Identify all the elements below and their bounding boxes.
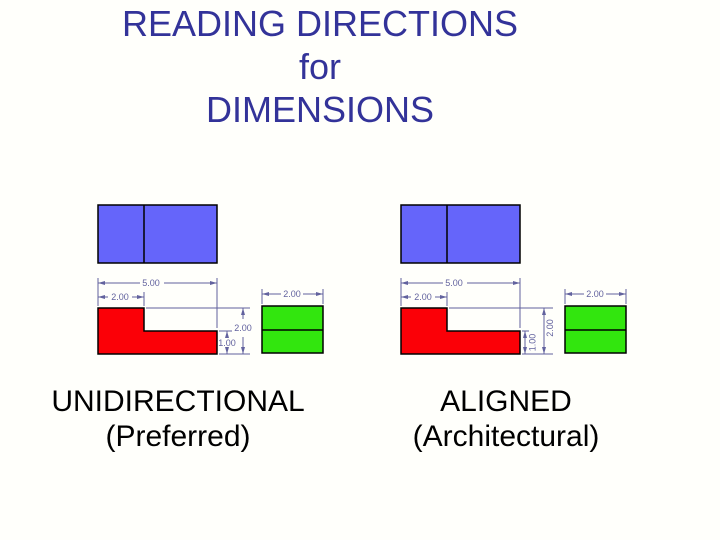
slide-title: READING DIRECTIONS for DIMENSIONS — [70, 2, 570, 131]
top-view — [97, 204, 218, 264]
caption-aligned-line-2: (Architectural) — [412, 420, 600, 453]
top-view — [400, 204, 521, 264]
front-view — [400, 307, 521, 355]
side-view — [261, 305, 324, 354]
side-view — [564, 305, 627, 354]
dim-overall-height: 2.00 — [234, 308, 252, 354]
dim-step-length: 2.00 — [401, 292, 447, 302]
caption-unidirectional-line-1: UNIDIRECTIONAL — [51, 385, 305, 418]
dim-depth: 2.00 — [262, 289, 323, 299]
top-view-rect — [400, 204, 521, 264]
dim-depth-text: 2.00 — [283, 289, 301, 299]
top-view-rect — [97, 204, 218, 264]
dim-step-height-text: 1.00 — [218, 338, 236, 348]
dim-overall-height-text: 2.00 — [234, 323, 252, 333]
dim-overall-length-text: 5.00 — [142, 278, 160, 288]
dim-step-length-text: 2.00 — [111, 292, 129, 302]
drawing-unidirectional: 5.00 2.00 2.00 1.00 2.00 — [97, 204, 324, 355]
drawing-aligned: 5.00 2.00 2.00 1.00 2.00 — [400, 204, 627, 355]
dim-step-height: 1.00 — [523, 331, 538, 354]
dim-overall-length-text: 5.00 — [445, 278, 463, 288]
dim-overall-length: 5.00 — [98, 278, 217, 288]
title-line-1: READING DIRECTIONS — [121, 3, 519, 44]
title-line-3: DIMENSIONS — [205, 89, 435, 130]
title-line-2: for — [298, 46, 341, 87]
caption-aligned: ALIGNED (Architectural) — [356, 384, 656, 454]
dim-overall-height: 2.00 — [542, 308, 555, 354]
extension-lines — [400, 278, 627, 355]
caption-aligned-line-1: ALIGNED — [440, 385, 572, 418]
caption-unidirectional: UNIDIRECTIONAL (Preferred) — [28, 384, 328, 454]
dim-depth-text: 2.00 — [586, 289, 604, 299]
dim-step-length: 2.00 — [98, 292, 144, 302]
dim-overall-height-text: 2.00 — [545, 319, 555, 337]
dim-step-height: 1.00 — [218, 331, 236, 354]
caption-unidirectional-line-2: (Preferred) — [105, 420, 251, 453]
dim-step-height-text: 1.00 — [528, 334, 538, 352]
dim-step-length-text: 2.00 — [414, 292, 432, 302]
front-view — [97, 307, 218, 355]
dim-overall-length: 5.00 — [401, 278, 520, 288]
dim-depth: 2.00 — [565, 289, 626, 299]
